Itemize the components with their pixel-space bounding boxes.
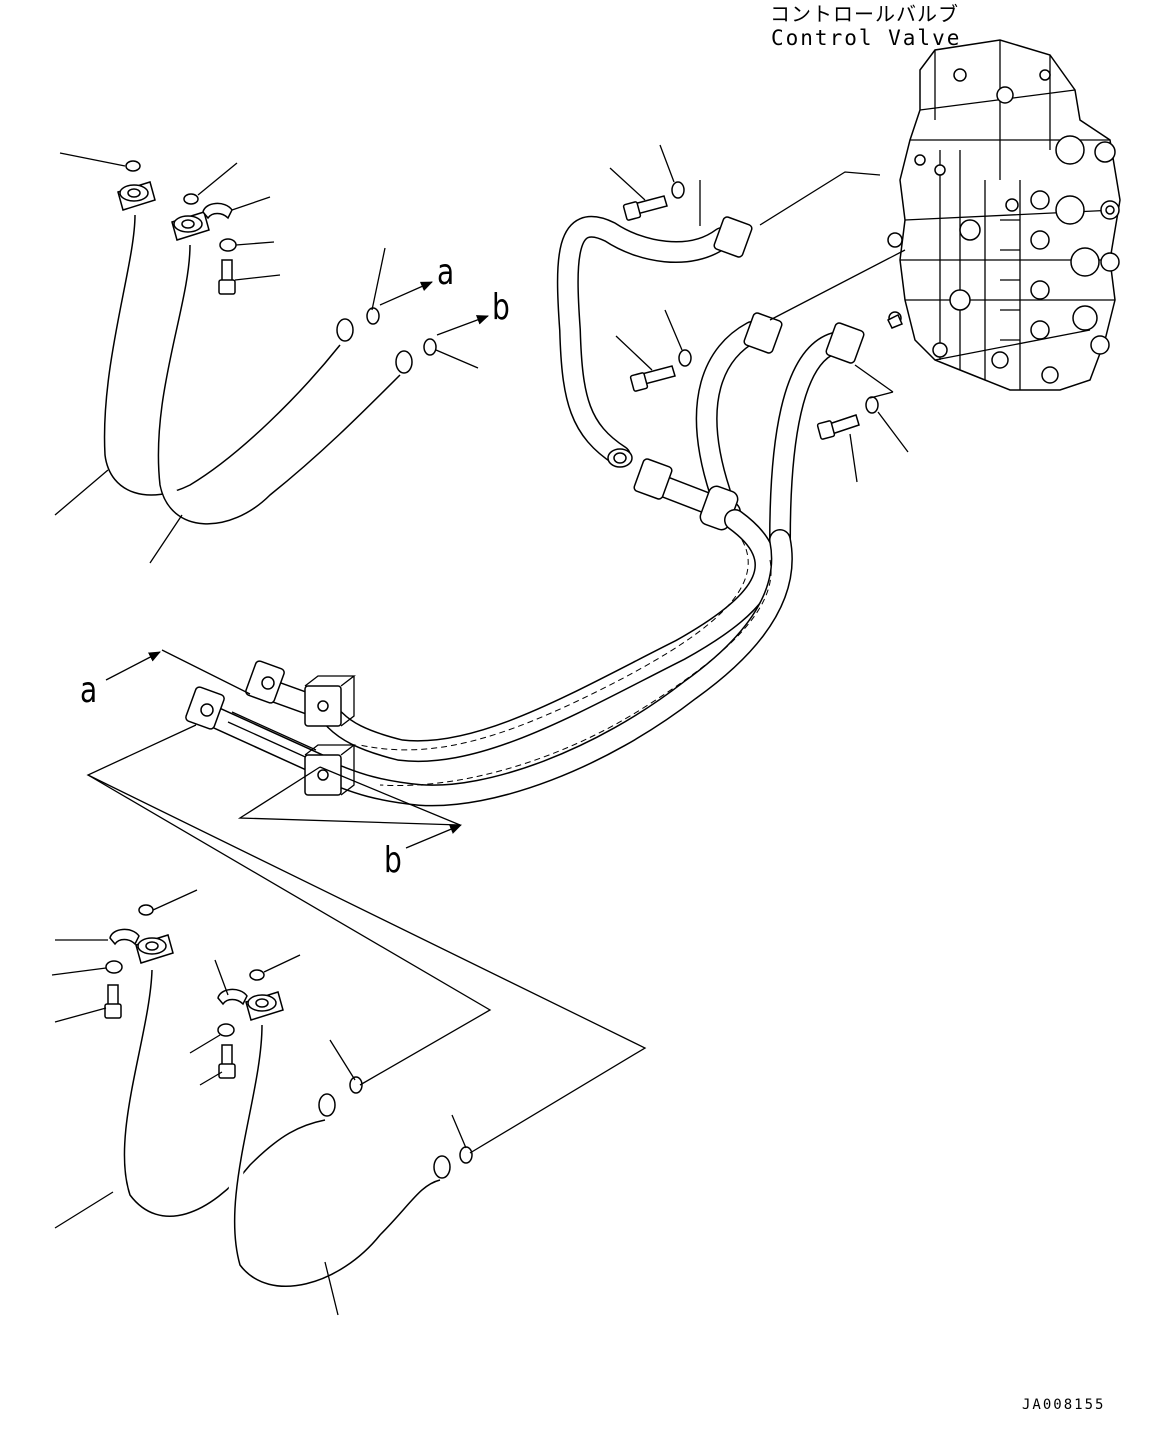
title-english: Control Valve — [771, 26, 962, 50]
steel-pipes — [185, 215, 865, 807]
title-japanese: コントロールバルブ — [770, 2, 959, 26]
ref-label-a-lower: a — [80, 670, 98, 711]
pipe-bolts — [622, 181, 904, 440]
ref-label-a-upper: a — [437, 252, 455, 293]
leader-lines — [51, 144, 909, 1316]
document-id: JA008155 — [1022, 1397, 1106, 1413]
ref-label-b-lower: b — [384, 840, 402, 881]
control-valve — [887, 39, 1121, 391]
upper-hoses — [98, 160, 437, 525]
lower-hoses — [104, 904, 473, 1288]
ref-label-b-upper: b — [492, 287, 510, 328]
